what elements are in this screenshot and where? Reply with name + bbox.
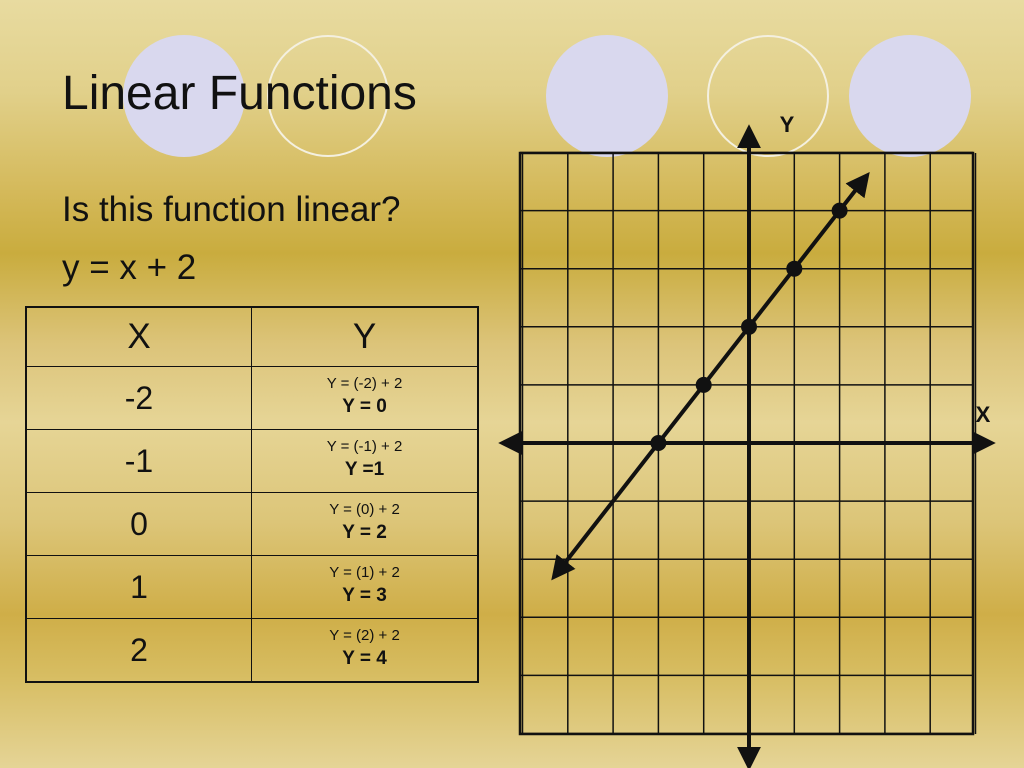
y-cell: Y = (1) + 2 Y = 3: [251, 555, 479, 619]
x-cell: -1: [25, 429, 252, 493]
x-cell: 2: [25, 618, 252, 683]
result-text: Y =1: [344, 459, 385, 480]
question-text: Is this function linear?: [62, 190, 401, 229]
y-axis-label: Y: [780, 112, 795, 137]
data-point: [650, 435, 667, 451]
result-text: Y = 2: [342, 522, 387, 543]
calc-text: Y = (1) + 2: [329, 564, 400, 581]
calc-text: Y = (0) + 2: [329, 501, 400, 518]
y-cell: Y = (-1) + 2 Y =1: [251, 429, 479, 493]
x-cell: -2: [25, 366, 252, 430]
result-text: Y = 4: [342, 648, 387, 669]
data-point: [695, 376, 712, 393]
data-point: [786, 260, 803, 277]
calc-text: Y = (-1) + 2: [326, 438, 403, 455]
decor-circle-ring-1: [267, 35, 389, 157]
decor-circle-ring-2: [707, 35, 829, 157]
function-line: [551, 171, 870, 581]
calc-text: Y = (2) + 2: [329, 627, 400, 644]
result-text: Y = 0: [342, 396, 387, 417]
table-row: -2 Y = (-2) + 2 Y = 0: [25, 366, 479, 430]
result-text: Y = 3: [342, 585, 387, 606]
decor-circle-filled-3: [849, 35, 971, 157]
decor-circle-filled-2: [546, 35, 668, 157]
y-cell: Y = (2) + 2 Y = 4: [251, 618, 479, 683]
table-row: 1 Y = (1) + 2 Y = 3: [25, 555, 479, 619]
x-axis-label: X: [976, 402, 991, 427]
data-point: [741, 318, 757, 335]
values-table: X Y -2 Y = (-2) + 2 Y = 0 -1 Y = (-1) + …: [25, 306, 479, 683]
decor-circle-filled-1: [123, 35, 245, 157]
y-cell: Y = (-2) + 2 Y = 0: [251, 366, 479, 430]
slide-title: Linear Functions: [62, 67, 417, 120]
table-row: 0 Y = (0) + 2 Y = 2: [25, 492, 479, 556]
table-row: -1 Y = (-1) + 2 Y =1: [25, 429, 479, 493]
data-point: [831, 202, 848, 219]
y-cell: Y = (0) + 2 Y = 2: [251, 492, 479, 556]
table-row: 2 Y = (2) + 2 Y = 4: [25, 618, 479, 683]
calc-text: Y = (-2) + 2: [326, 375, 403, 392]
x-cell: 1: [25, 555, 252, 619]
equation-text: y = x + 2: [62, 248, 197, 287]
